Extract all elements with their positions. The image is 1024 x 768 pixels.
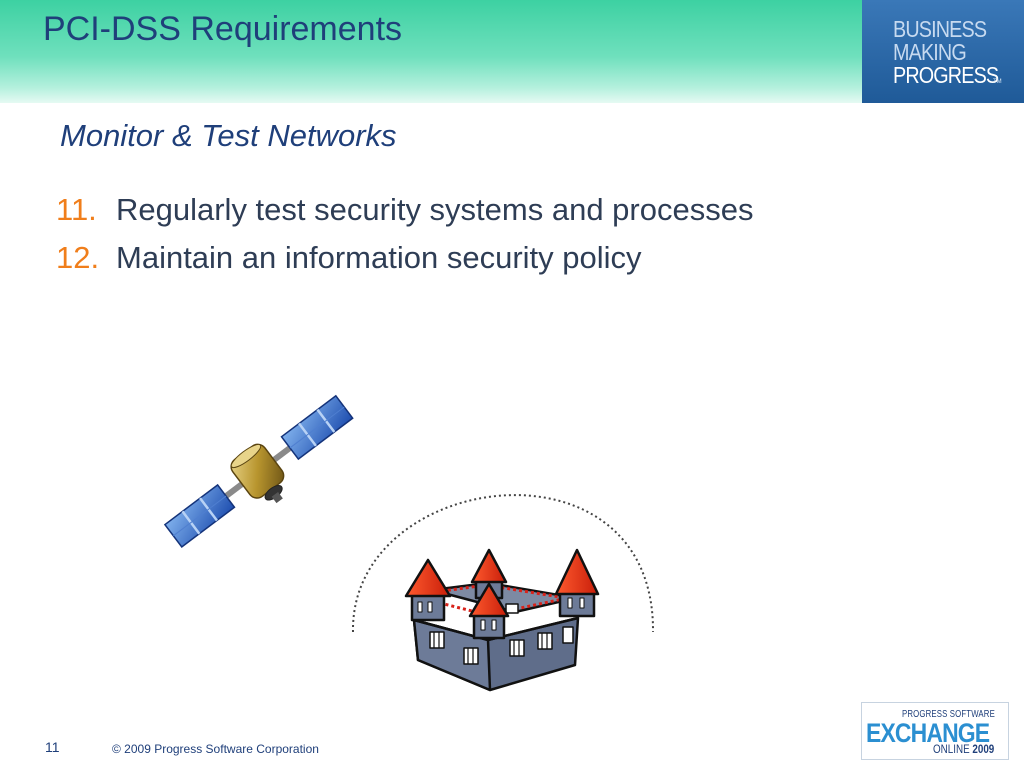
exchange-logo-online: ONLINE xyxy=(933,742,970,756)
header-band: PCI-DSS Requirements BUSINESS MAKING PRO… xyxy=(0,0,1024,103)
exchange-logo-top: PROGRESS SOFTWARE xyxy=(902,709,995,720)
item-text: Maintain an information security policy xyxy=(116,240,642,275)
exchange-logo-bottom: ONLINE 2009 xyxy=(933,742,994,756)
item-text: Regularly test security systems and proc… xyxy=(116,192,754,227)
business-making-progress-logo: BUSINESS MAKING PROGRESS TM xyxy=(862,0,1024,103)
slide-subtitle: Monitor & Test Networks xyxy=(60,118,397,153)
exchange-online-logo: PROGRESS SOFTWARE EXCHANGE ONLINE 2009 xyxy=(861,702,1009,760)
satellite-icon xyxy=(163,394,354,549)
list-item: 11. Regularly test security systems and p… xyxy=(56,192,753,228)
logo-line-3: PROGRESS xyxy=(893,62,999,88)
logo-line-1: BUSINESS xyxy=(893,16,987,42)
list-item: 12. Maintain an information security poli… xyxy=(56,240,642,276)
castle-icon xyxy=(404,548,600,692)
page-number: 11 xyxy=(45,739,60,755)
item-number: 11. xyxy=(56,192,97,227)
copyright-notice: © 2009 Progress Software Corporation xyxy=(112,742,319,756)
exchange-logo-main: EXCHANGE xyxy=(866,718,990,748)
exchange-logo-year: 2009 xyxy=(972,742,995,756)
trademark-mark: TM xyxy=(993,79,1002,85)
slide-title: PCI-DSS Requirements xyxy=(43,10,403,48)
item-number: 12. xyxy=(56,240,100,275)
logo-line-2: MAKING xyxy=(893,39,967,65)
